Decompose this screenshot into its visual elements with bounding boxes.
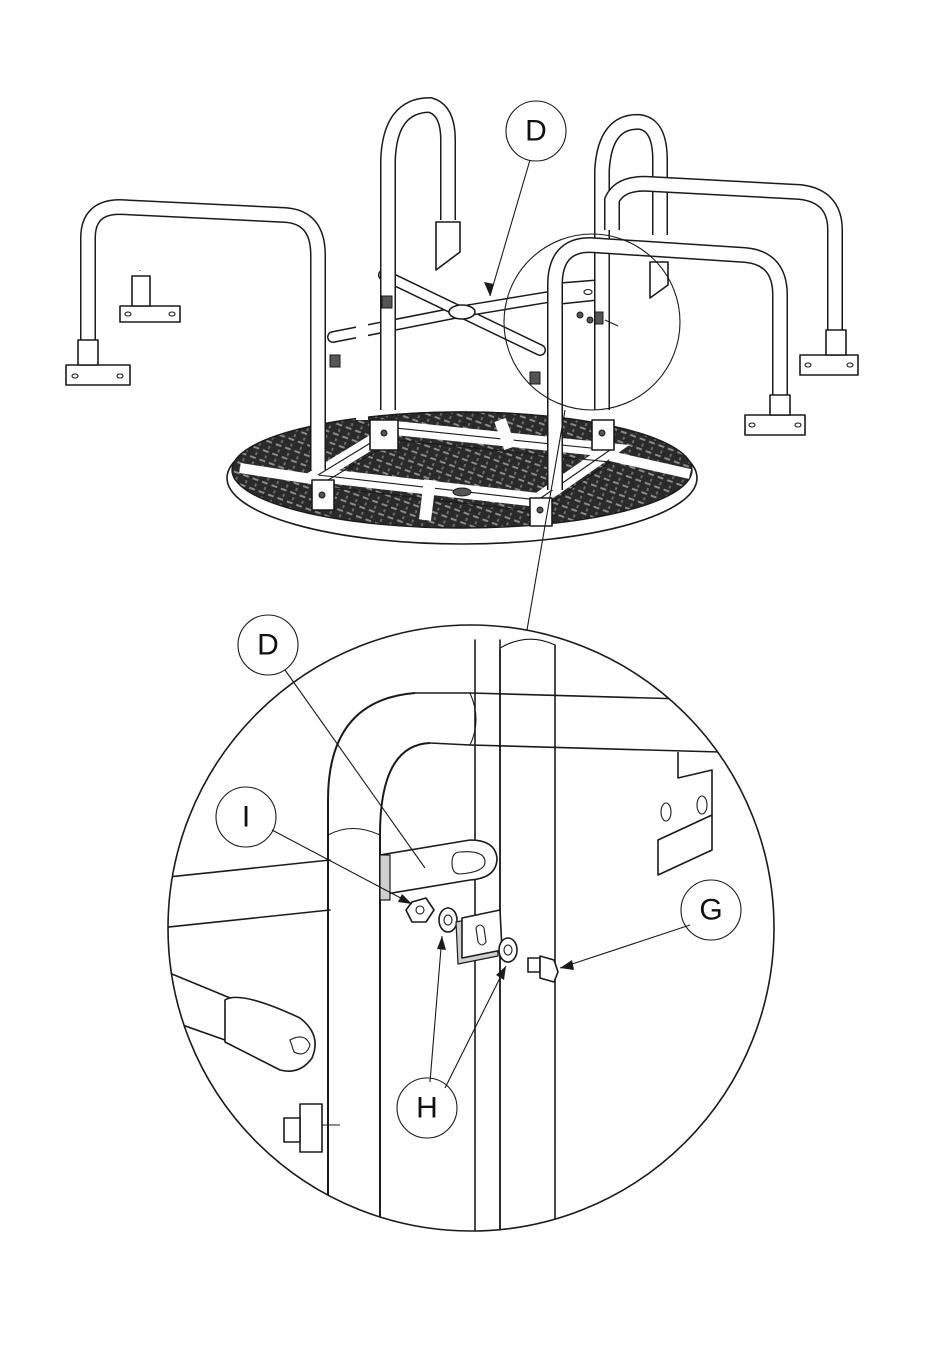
callout-g: G bbox=[560, 880, 741, 970]
detail-view bbox=[140, 625, 774, 1300]
platform-deck bbox=[227, 412, 697, 544]
callout-h: H bbox=[397, 936, 506, 1138]
callout-h-label: H bbox=[416, 1092, 438, 1125]
overview-assembly bbox=[66, 105, 858, 630]
callout-d-detail-label: D bbox=[257, 629, 279, 662]
callout-d-detail: D bbox=[238, 615, 425, 868]
callout-d-top-label: D bbox=[525, 115, 547, 148]
callout-g-label: G bbox=[699, 894, 722, 927]
callout-i-label: I bbox=[242, 801, 250, 834]
